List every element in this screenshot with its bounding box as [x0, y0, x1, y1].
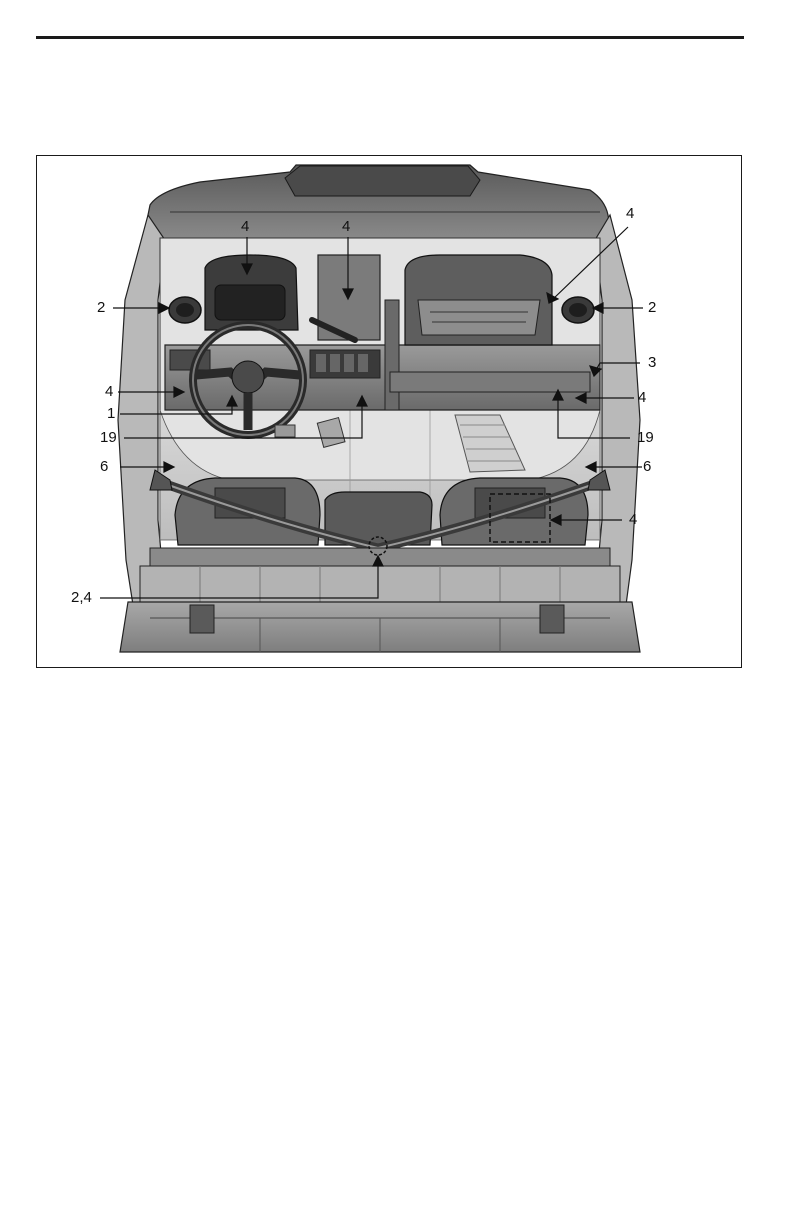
callout-2-left-cup-holder: 2 — [97, 300, 105, 316]
figure-frame — [36, 155, 742, 668]
callout-4-right-floor: 4 — [638, 390, 646, 406]
callout-19-left: 19 — [100, 430, 117, 446]
callout-4-left-dash: 4 — [105, 384, 113, 400]
callout-3: 3 — [648, 355, 656, 371]
callout-2-right-cup-holder: 2 — [648, 300, 656, 316]
callout-2-4: 2,4 — [71, 590, 92, 606]
callout-19-right: 19 — [637, 430, 654, 446]
callout-4-instrument-cluster: 4 — [241, 219, 249, 235]
callout-6-right: 6 — [643, 459, 651, 475]
callout-6-left: 6 — [100, 459, 108, 475]
header-rule — [36, 36, 744, 39]
callout-4-glove-box: 4 — [626, 206, 634, 222]
callout-1: 1 — [107, 406, 115, 422]
callout-4-center-storage: 4 — [342, 219, 350, 235]
callout-4-dashed-box: 4 — [629, 512, 637, 528]
